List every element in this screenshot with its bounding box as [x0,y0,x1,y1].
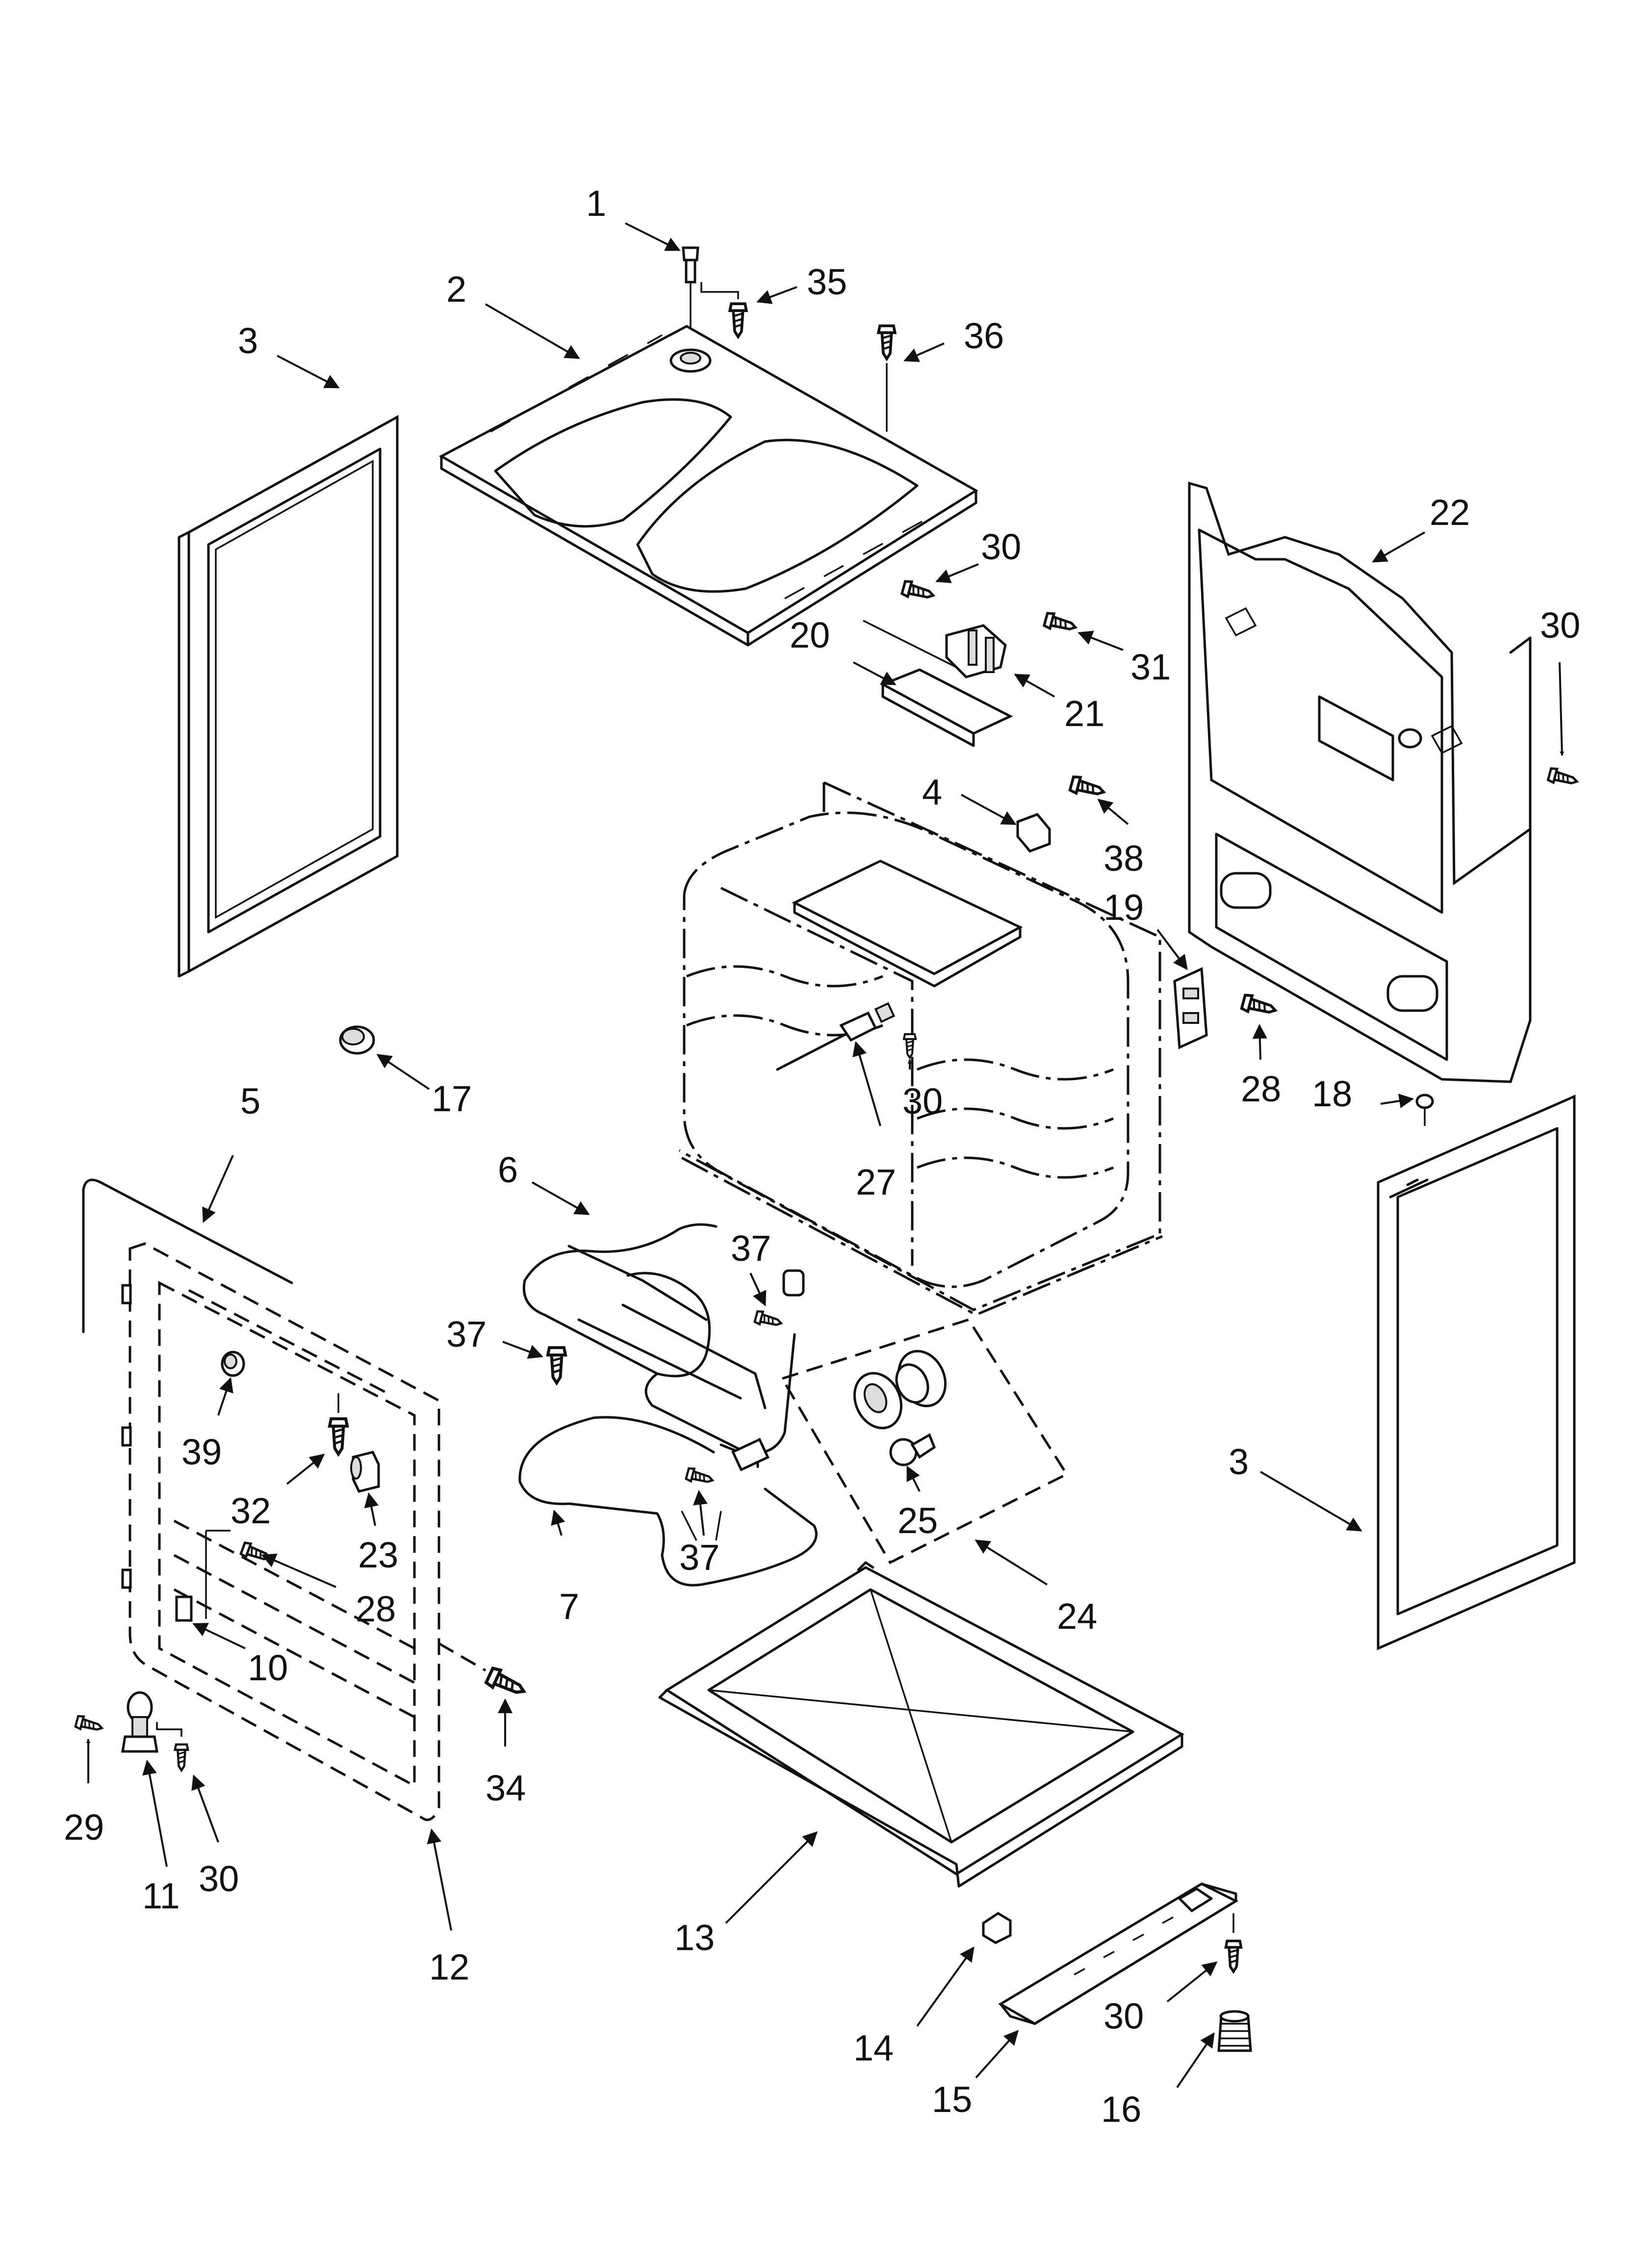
callout-30-b: 30 [1540,605,1580,646]
callout-37-b: 37 [446,1314,487,1355]
part-4-bracket [1016,813,1051,853]
callout-30-a: 30 [981,526,1021,567]
callout-24: 24 [1057,1596,1097,1637]
part-23-spacer [350,1451,380,1493]
callout-34: 34 [486,1768,526,1808]
part-30-screw-e [1226,1913,1241,1972]
part-7-bake-element [518,1416,818,1587]
part-37-screw-c [686,1467,714,1486]
callout-2: 2 [446,269,466,310]
callout-30-e: 30 [1103,1996,1144,2036]
part-27-sensor [776,1002,896,1071]
part-37-screw-b [548,1348,565,1383]
callout-27: 27 [856,1162,896,1202]
part-12-door [121,1242,440,1821]
callout-21: 21 [1064,693,1104,734]
callout-7: 7 [559,1586,579,1627]
part-20-bracket [863,620,1013,747]
part-37-screw-a [754,1310,783,1330]
callout-37-a: 37 [731,1228,771,1269]
part-3-side-panel-left [178,415,399,978]
callout-38: 38 [1103,838,1144,879]
callout-6: 6 [498,1149,518,1190]
part-38-screw [1070,776,1106,800]
part-35-screw [700,282,746,337]
part-15-rail [998,1882,1239,2025]
part-18-plug [1415,1094,1434,1126]
callout-32: 32 [231,1490,271,1531]
callout-30-c: 30 [902,1081,943,1121]
part-30-screw-a [901,580,935,603]
callout-13: 13 [674,1917,715,1958]
callout-15: 15 [932,2079,972,2120]
part-24-light-assembly [780,1318,1069,1564]
callout-25: 25 [898,1500,938,1541]
callout-22: 22 [1430,492,1470,533]
callout-39: 39 [181,1432,222,1472]
part-11-hinge [121,1691,182,1753]
callout-29: 29 [64,1807,104,1848]
part-36-screw [878,326,895,432]
callout-3-left: 3 [238,320,258,361]
callout-36: 36 [964,315,1004,356]
part-5-gasket [82,1178,293,1333]
part-34-screw [438,1642,528,1700]
callout-12: 12 [429,1947,469,1987]
callout-leaders [86,222,1565,2088]
callout-17: 17 [432,1078,472,1119]
part-19-bracket [1173,967,1208,1049]
part-14-clip [982,1912,1012,1944]
callout-labels: 1 2 3 35 36 22 30 31 21 20 30 4 38 19 28… [64,183,1580,2130]
part-39-plug [221,1351,245,1377]
callout-35: 35 [807,261,847,302]
callout-28-a: 28 [1241,1069,1281,1109]
callout-3-right: 3 [1229,1441,1249,1482]
callout-4: 4 [922,772,942,812]
oven-cavity [678,781,1163,1316]
part-28-screw-a [1241,994,1278,1018]
part-10-clip [175,1595,193,1622]
part-29-screw [75,1715,103,1734]
callout-18: 18 [1312,1073,1352,1114]
callout-11: 11 [142,1876,180,1916]
part-28-screw-b [205,1530,272,1619]
part-3-side-panel-right [1377,1095,1576,1650]
part-30-screw-b [1548,767,1579,788]
callout-19: 19 [1103,887,1144,928]
callout-10: 10 [248,1647,288,1688]
callout-23: 23 [358,1535,398,1575]
part-17-plug [339,1025,375,1055]
callout-31: 31 [1130,647,1171,687]
part-21-terminal-block [945,624,1007,678]
part-30-screw-d [175,1745,188,1771]
part-25-bulb [889,1433,936,1466]
part-6-broil-element [522,1223,805,1455]
callout-37-c: 37 [679,1537,719,1578]
callout-30-d: 30 [199,1858,239,1899]
part-22-back-panel [1188,481,1532,1083]
part-2-cooktop-plate [438,325,978,647]
part-13-bottom-panel [658,1561,1185,1888]
callout-5: 5 [240,1081,260,1121]
part-32-screw [330,1393,347,1454]
callout-1: 1 [586,183,606,224]
callout-20: 20 [790,615,830,655]
callout-14: 14 [853,2028,894,2068]
part-16-leveler [1217,2010,1252,2052]
callout-28-b: 28 [356,1589,396,1629]
part-30-screw-c [903,1033,917,1059]
part-31-screw [1044,612,1077,635]
callout-16: 16 [1101,2089,1141,2130]
